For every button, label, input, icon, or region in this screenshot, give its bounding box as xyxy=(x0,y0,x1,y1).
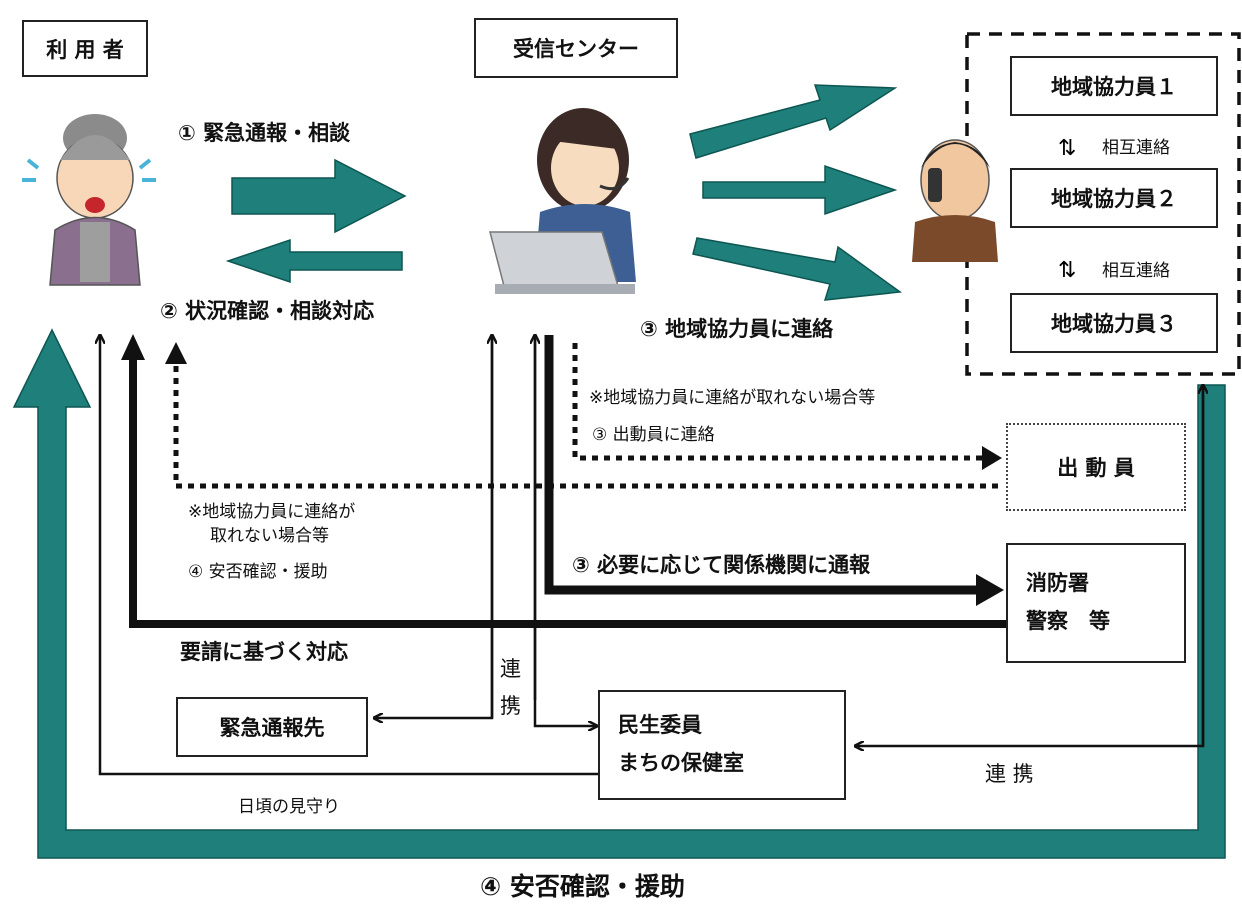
helper-arrow-middle xyxy=(702,164,898,216)
user-label: 利 用 者 xyxy=(46,37,124,62)
request-response-arrowhead xyxy=(121,334,145,360)
fire-label: 消防署 xyxy=(1026,571,1089,596)
note-center-label: ※地域協力員に連絡が取れない場合等 xyxy=(589,388,876,408)
welfare-link xyxy=(533,340,596,726)
operator-illustration xyxy=(489,108,636,294)
dispatch-dotted-line xyxy=(572,343,995,461)
safety-loop-arrow xyxy=(12,328,1226,859)
welfare-label-2: まちの保健室 xyxy=(618,751,744,775)
cooperation-horizontal: 連 携 xyxy=(985,762,1034,786)
cooperation-vertical-1: 連 xyxy=(500,657,521,681)
contact-dispatch-label: ③ 出動員に連絡 xyxy=(592,425,715,445)
mutual-arrows-1: ⇅ xyxy=(1058,136,1076,161)
helper-box-1: 地域協力員１ xyxy=(1010,56,1218,116)
helper-3-label: 地域協力員３ xyxy=(1051,312,1177,336)
request-response-line xyxy=(129,358,1006,628)
note-left-line-2: 取れない場合等 xyxy=(210,526,329,546)
emergency-contact-link xyxy=(375,338,494,718)
center-label: 受信センター xyxy=(513,37,639,61)
emergency-call-label: ① 緊急通報・相談 xyxy=(178,121,351,145)
report-agencies-label: ③ 必要に応じて関係機関に通報 xyxy=(572,553,871,577)
dispatch-back-dotted-arrowhead xyxy=(165,342,187,364)
contact-helpers-label: ③ 地域協力員に連絡 xyxy=(640,317,834,341)
status-check-arrow xyxy=(225,238,403,284)
cooperation-vertical-2: 携 xyxy=(500,694,521,718)
police-label: 警察 等 xyxy=(1026,609,1110,633)
helper-2-label: 地域協力員２ xyxy=(1051,187,1177,211)
daily-watch-line xyxy=(100,336,598,776)
safety-bottom-label: ④ 安否確認・援助 xyxy=(480,872,685,901)
welfare-label-1: 民生委員 xyxy=(618,713,702,738)
dispatch-back-dotted-line xyxy=(173,362,998,489)
mutual-contact-label-2: 相互連絡 xyxy=(1102,261,1170,281)
dispatch-label: 出 動 員 xyxy=(1057,456,1135,480)
status-check-label: ② 状況確認・相談対応 xyxy=(160,299,375,323)
safety-left-label: ④ 安否確認・援助 xyxy=(188,562,328,582)
emergency-contact-label: 緊急通報先 xyxy=(219,716,325,740)
helper-arrow-lower xyxy=(692,237,903,301)
emergency-call-arrow xyxy=(231,158,407,234)
helper-1-label: 地域協力員１ xyxy=(1051,75,1177,99)
dispatch-box: 出 動 員 xyxy=(1006,423,1186,511)
report-agencies-line xyxy=(544,335,980,595)
helper-arrow-upper xyxy=(689,84,898,159)
center-label-box: 受信センター xyxy=(474,18,678,78)
request-response-label: 要請に基づく対応 xyxy=(180,640,348,664)
note-left-line-1: ※地域協力員に連絡が xyxy=(188,502,356,522)
mutual-contact-label-1: 相互連絡 xyxy=(1102,138,1170,158)
emergency-contact-box: 緊急通報先 xyxy=(176,697,368,757)
report-agencies-arrowhead xyxy=(976,574,1004,606)
daily-watch-label: 日頃の見守り xyxy=(238,797,340,817)
helper-box-2: 地域協力員２ xyxy=(1010,168,1218,228)
dispatch-dotted-arrowhead xyxy=(982,446,1002,470)
helper-group-frame xyxy=(965,32,1241,376)
helper-box-3: 地域協力員３ xyxy=(1010,293,1218,353)
user-label-box: 利 用 者 xyxy=(22,20,148,77)
welfare-box: 民生委員 まちの保健室 xyxy=(598,690,846,800)
elderly-user-illustration xyxy=(22,114,156,286)
fire-police-box: 消防署 警察 等 xyxy=(1006,543,1186,663)
helper-phone-illustration xyxy=(912,139,998,262)
mutual-arrows-2: ⇅ xyxy=(1058,258,1076,283)
